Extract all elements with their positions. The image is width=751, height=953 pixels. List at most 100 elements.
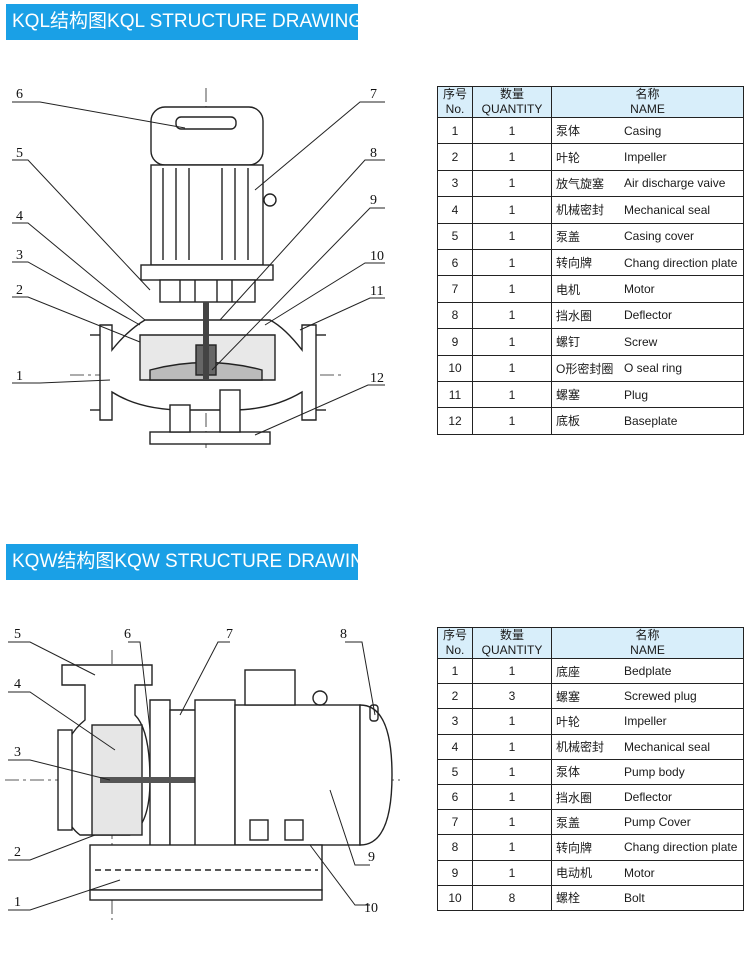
cell-no: 2: [437, 683, 473, 710]
cell-quantity: 1: [472, 407, 552, 435]
cell-no: 6: [437, 248, 473, 277]
callout-6: 6: [124, 627, 131, 642]
section1-title: KQL结构图KQL STRUCTURE DRAWING: [6, 4, 363, 40]
cell-name-en: Mechanical seal: [620, 733, 744, 760]
cell-name-cn: 挡水圈: [551, 301, 620, 330]
callout-11: 11: [370, 284, 383, 299]
cell-name-en: Air discharge vaive: [620, 169, 744, 198]
callout-6: 6: [16, 87, 23, 102]
callout-10: 10: [370, 249, 384, 264]
cell-name-en: Chang direction plate: [620, 248, 744, 277]
cell-name-cn: 螺塞: [551, 380, 620, 409]
callout-3: 3: [16, 248, 23, 263]
cell-name-en: O seal ring: [620, 354, 744, 382]
cell-quantity: 1: [472, 657, 552, 685]
cell-quantity: 1: [472, 169, 552, 198]
cell-name-en: Deflector: [620, 783, 744, 811]
cell-no: 11: [437, 380, 473, 409]
cell-quantity: 1: [472, 222, 552, 250]
cell-no: 5: [437, 222, 473, 250]
cell-name-cn: 螺钉: [551, 328, 620, 356]
cell-no: 7: [437, 275, 473, 303]
cell-no: 8: [437, 834, 473, 861]
callout-12: 12: [370, 371, 384, 386]
cell-quantity: 1: [472, 328, 552, 356]
cell-name-en: Chang direction plate: [620, 834, 744, 861]
callout-9: 9: [370, 193, 377, 208]
cell-name-en: Motor: [620, 275, 744, 303]
cell-name-cn: 叶轮: [551, 708, 620, 735]
cell-name-cn: 泵体: [551, 758, 620, 785]
cell-quantity: 1: [472, 809, 552, 836]
cell-name-cn: 放气旋塞: [551, 169, 620, 198]
cell-name-en: Pump body: [620, 758, 744, 785]
callout-1: 1: [16, 369, 23, 384]
cell-name-cn: 泵体: [551, 116, 620, 145]
cell-quantity: 1: [472, 758, 552, 785]
cell-no: 4: [437, 196, 473, 224]
cell-quantity: 1: [472, 354, 552, 382]
cell-no: 9: [437, 859, 473, 886]
cell-name-en: Casing cover: [620, 222, 744, 250]
cell-no: 2: [437, 143, 473, 171]
callout-4: 4: [14, 677, 21, 692]
cell-no: 3: [437, 708, 473, 735]
callout-2: 2: [14, 845, 21, 860]
cell-quantity: 1: [472, 380, 552, 409]
callout-9: 9: [368, 850, 375, 865]
kqw-structure-drawing: 5 4 3 2 1 6 7 8 9 10: [5, 627, 400, 920]
cell-name-cn: 电动机: [551, 859, 620, 886]
cell-no: 9: [437, 328, 473, 356]
cell-name-cn: 底座: [551, 657, 620, 685]
callout-7: 7: [226, 627, 233, 642]
cell-quantity: 1: [472, 859, 552, 886]
cell-name-cn: 转向牌: [551, 834, 620, 861]
cell-name-en: Screw: [620, 328, 744, 356]
cell-name-en: Plug: [620, 380, 744, 409]
cell-no: 12: [437, 407, 473, 435]
cell-quantity: 1: [472, 733, 552, 760]
cell-name-cn: 电机: [551, 275, 620, 303]
cell-no: 5: [437, 758, 473, 785]
cell-no: 7: [437, 809, 473, 836]
cell-name-en: Impeller: [620, 143, 744, 171]
cell-name-en: Pump Cover: [620, 809, 744, 836]
cell-no: 6: [437, 783, 473, 811]
cell-quantity: 1: [472, 275, 552, 303]
cell-name-en: Motor: [620, 859, 744, 886]
cell-name-cn: 转向牌: [551, 248, 620, 277]
cell-name-cn: 机械密封: [551, 733, 620, 760]
cell-name-en: Mechanical seal: [620, 196, 744, 224]
cell-name-cn: 泵盖: [551, 222, 620, 250]
cell-no: 10: [437, 884, 473, 911]
cell-name-cn: 泵盖: [551, 809, 620, 836]
callout-8: 8: [340, 627, 347, 642]
cell-quantity: 1: [472, 301, 552, 330]
cell-name-en: Bedplate: [620, 657, 744, 685]
cell-quantity: 1: [472, 834, 552, 861]
cell-quantity: 1: [472, 783, 552, 811]
cell-quantity: 8: [472, 884, 552, 911]
cell-name-en: Impeller: [620, 708, 744, 735]
cell-quantity: 1: [472, 248, 552, 277]
